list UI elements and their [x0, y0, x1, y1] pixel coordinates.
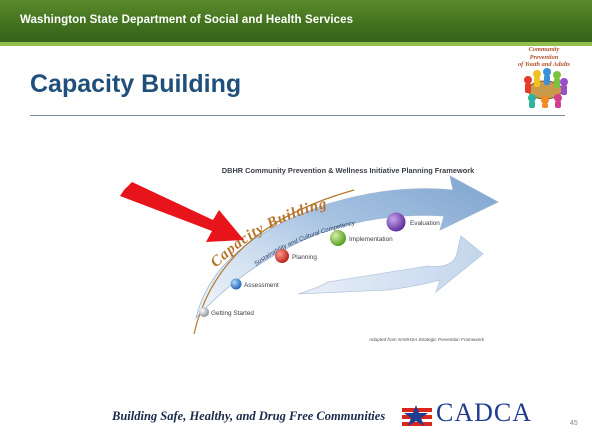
footer-tagline: Building Safe, Healthy, and Drug Free Co…	[112, 409, 386, 423]
people-circle-icon	[524, 68, 568, 108]
community-prevention-logo: Community Prevention of Youth and Adults	[514, 44, 574, 110]
header-accent-strip	[0, 42, 592, 46]
planning-framework-diagram: DBHR Community Prevention & Wellness Ini…	[178, 142, 518, 360]
page-title: Capacity Building	[30, 70, 242, 98]
step-label-planning: Planning	[292, 254, 317, 261]
cadca-wordmark: CADCA	[436, 398, 533, 427]
header-bar: Washington State Department of Social an…	[0, 0, 592, 46]
logo-line-1: Community Prevention	[528, 46, 560, 61]
red-pointer-arrow-icon	[120, 182, 244, 242]
cadca-star-icon	[402, 404, 432, 426]
step-planning: Planning	[275, 249, 317, 263]
agency-name: Washington State Department of Social an…	[20, 14, 354, 26]
page-number: 45	[570, 420, 578, 427]
framework-credit: Adapted from SAMHSA Strategic Prevention…	[368, 337, 485, 342]
title-divider	[30, 115, 565, 116]
framework-title: DBHR Community Prevention & Wellness Ini…	[222, 166, 475, 175]
step-label-getting-started: Getting Started	[211, 310, 254, 317]
step-label-evaluation: Evaluation	[410, 220, 440, 227]
logo-caption: Community Prevention of Youth and Adults	[514, 46, 574, 69]
return-arrow	[297, 235, 484, 295]
step-label-assessment: Assessment	[244, 282, 279, 289]
step-assessment: Assessment	[230, 278, 279, 290]
step-label-implementation: Implementation	[349, 236, 393, 243]
cadca-logo: CADCA	[402, 398, 542, 432]
step-evaluation: Evaluation	[386, 212, 440, 232]
step-getting-started: Getting Started	[199, 307, 254, 317]
logo-line-2: of Youth and Adults	[517, 61, 571, 68]
step-implementation: Implementation	[330, 230, 393, 246]
